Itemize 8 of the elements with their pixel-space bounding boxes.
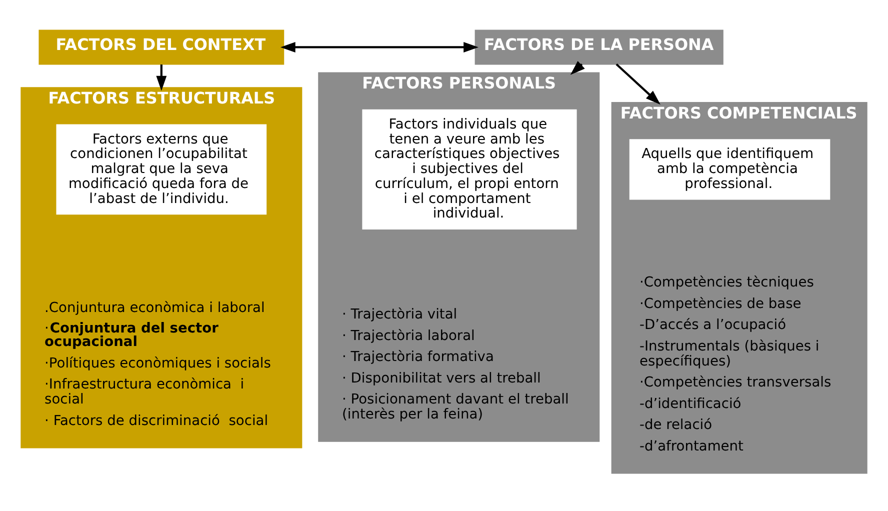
arrow [280, 42, 478, 52]
node-box: Aquells que identifiquem amb la competència professional. [629, 138, 830, 200]
node-box: FACTORS DEL CONTEXT [38, 29, 284, 64]
node-box: Factors individuals que tenen a veure amb les característiques objectives i subjectives del currículum, el propi entorn i el comportament individual. [362, 108, 577, 229]
arrow [616, 62, 660, 104]
node-box: FACTORS DE LA PERSONA [474, 29, 724, 64]
arrow [156, 64, 167, 90]
node-box: Factors externs que condicionen l’ocupabilitat malgrat que la seva modificació queda fora de l’abast de l’individu. [56, 124, 267, 214]
